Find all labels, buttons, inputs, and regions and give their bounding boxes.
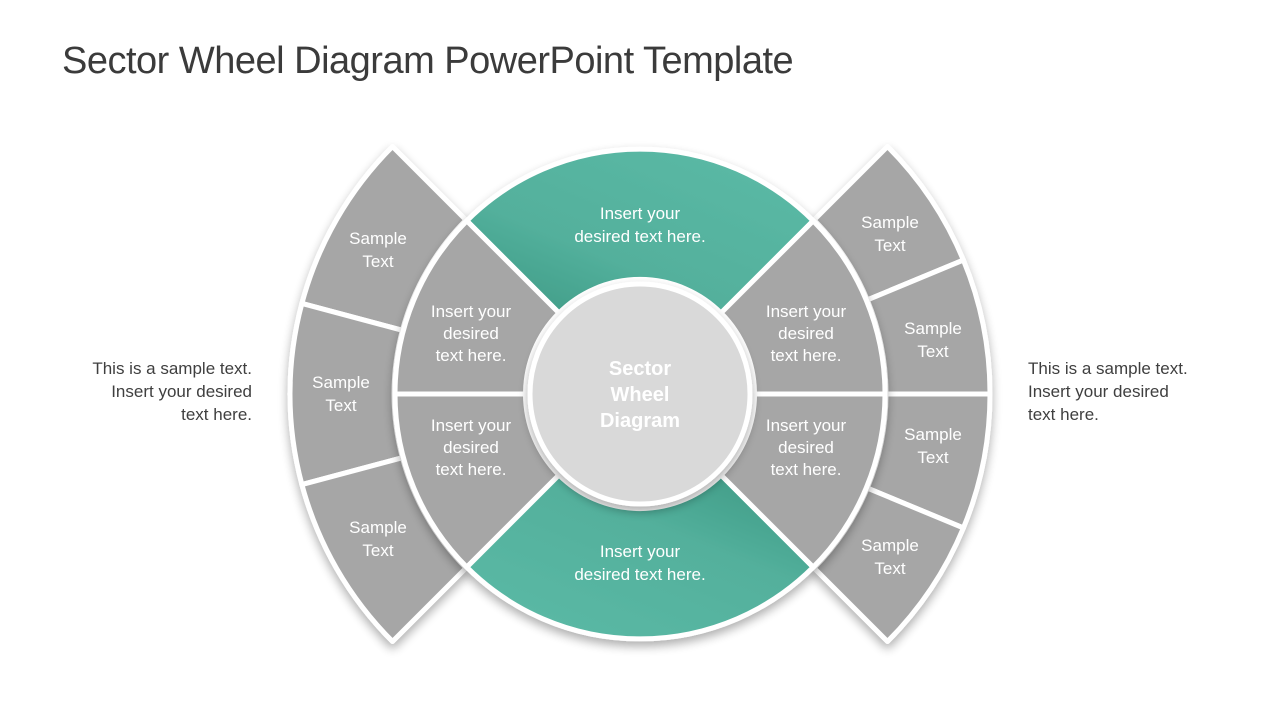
slide-title: Sector Wheel Diagram PowerPoint Template: [62, 40, 794, 82]
label-line: desired: [443, 438, 499, 457]
label-line: Text: [917, 448, 948, 467]
label-line: desired text here.: [574, 227, 705, 246]
label-line: Sample: [861, 213, 919, 232]
label-outer-right-1[interactable]: Sample Text: [861, 213, 919, 255]
sector-outer-left-middle[interactable]: [287, 300, 405, 488]
label-line: text here.: [436, 460, 507, 479]
side-text-left-line-3: text here.: [181, 405, 252, 424]
label-inner-lower-left[interactable]: Insert your desired text here.: [431, 416, 512, 479]
label-outer-right-2[interactable]: Sample Text: [904, 319, 962, 361]
label-line: text here.: [771, 346, 842, 365]
label-line: Sample: [904, 425, 962, 444]
label-inner-lower-right[interactable]: Insert your desired text here.: [766, 416, 847, 479]
side-text-right[interactable]: This is a sample text. Insert your desir…: [1028, 357, 1238, 426]
label-line: text here.: [771, 460, 842, 479]
sector-inner-top-teal[interactable]: [464, 146, 816, 316]
sector-inner-upper-right[interactable]: [718, 218, 888, 397]
label-line: desired: [778, 438, 834, 457]
center-label-line-3: Diagram: [600, 410, 680, 432]
label-line: Insert your: [766, 302, 847, 321]
diagram-labels: Sector Wheel Diagram Insert your desired…: [312, 204, 962, 584]
label-outer-left-top[interactable]: Sample Text: [349, 229, 407, 271]
center-label[interactable]: Sector Wheel Diagram: [600, 358, 680, 432]
label-line: Sample: [349, 518, 407, 537]
label-line: Sample: [861, 536, 919, 555]
sector-inner-bottom-teal[interactable]: [464, 472, 816, 642]
label-outer-left-middle[interactable]: Sample Text: [312, 373, 370, 415]
label-line: desired: [778, 324, 834, 343]
label-line: Text: [362, 252, 393, 271]
label-line: Sample: [904, 319, 962, 338]
label-outer-left-bottom[interactable]: Sample Text: [349, 518, 407, 560]
side-text-right-line-2: Insert your desired: [1028, 382, 1169, 401]
label-line: desired text here.: [574, 565, 705, 584]
label-line: desired: [443, 324, 499, 343]
label-inner-upper-right[interactable]: Insert your desired text here.: [766, 302, 847, 365]
label-line: Insert your: [431, 302, 512, 321]
label-inner-top[interactable]: Insert your desired text here.: [574, 204, 705, 246]
label-outer-right-3[interactable]: Sample Text: [904, 425, 962, 467]
label-outer-right-4[interactable]: Sample Text: [861, 536, 919, 578]
label-line: text here.: [436, 346, 507, 365]
label-line: Text: [874, 236, 905, 255]
label-line: Insert your: [600, 204, 681, 223]
inner-ring: [392, 146, 888, 642]
side-text-right-line-1: This is a sample text.: [1028, 359, 1188, 378]
center-circle[interactable]: [527, 281, 753, 507]
label-line: Text: [874, 559, 905, 578]
label-line: Text: [362, 541, 393, 560]
side-text-left-line-1: This is a sample text.: [92, 359, 252, 378]
label-inner-upper-left[interactable]: Insert your desired text here.: [431, 302, 512, 365]
label-line: Sample: [349, 229, 407, 248]
label-line: Insert your: [600, 542, 681, 561]
side-text-right-line-3: text here.: [1028, 405, 1099, 424]
center-label-line-2: Wheel: [611, 384, 670, 406]
side-text-left-line-2: Insert your desired: [111, 382, 252, 401]
label-line: Sample: [312, 373, 370, 392]
label-inner-bottom[interactable]: Insert your desired text here.: [574, 542, 705, 584]
label-line: Insert your: [766, 416, 847, 435]
side-text-left[interactable]: This is a sample text. Insert your desir…: [68, 357, 252, 426]
label-line: Text: [917, 342, 948, 361]
center-label-line-1: Sector: [609, 358, 671, 380]
label-line: Text: [325, 396, 356, 415]
label-line: Insert your: [431, 416, 512, 435]
